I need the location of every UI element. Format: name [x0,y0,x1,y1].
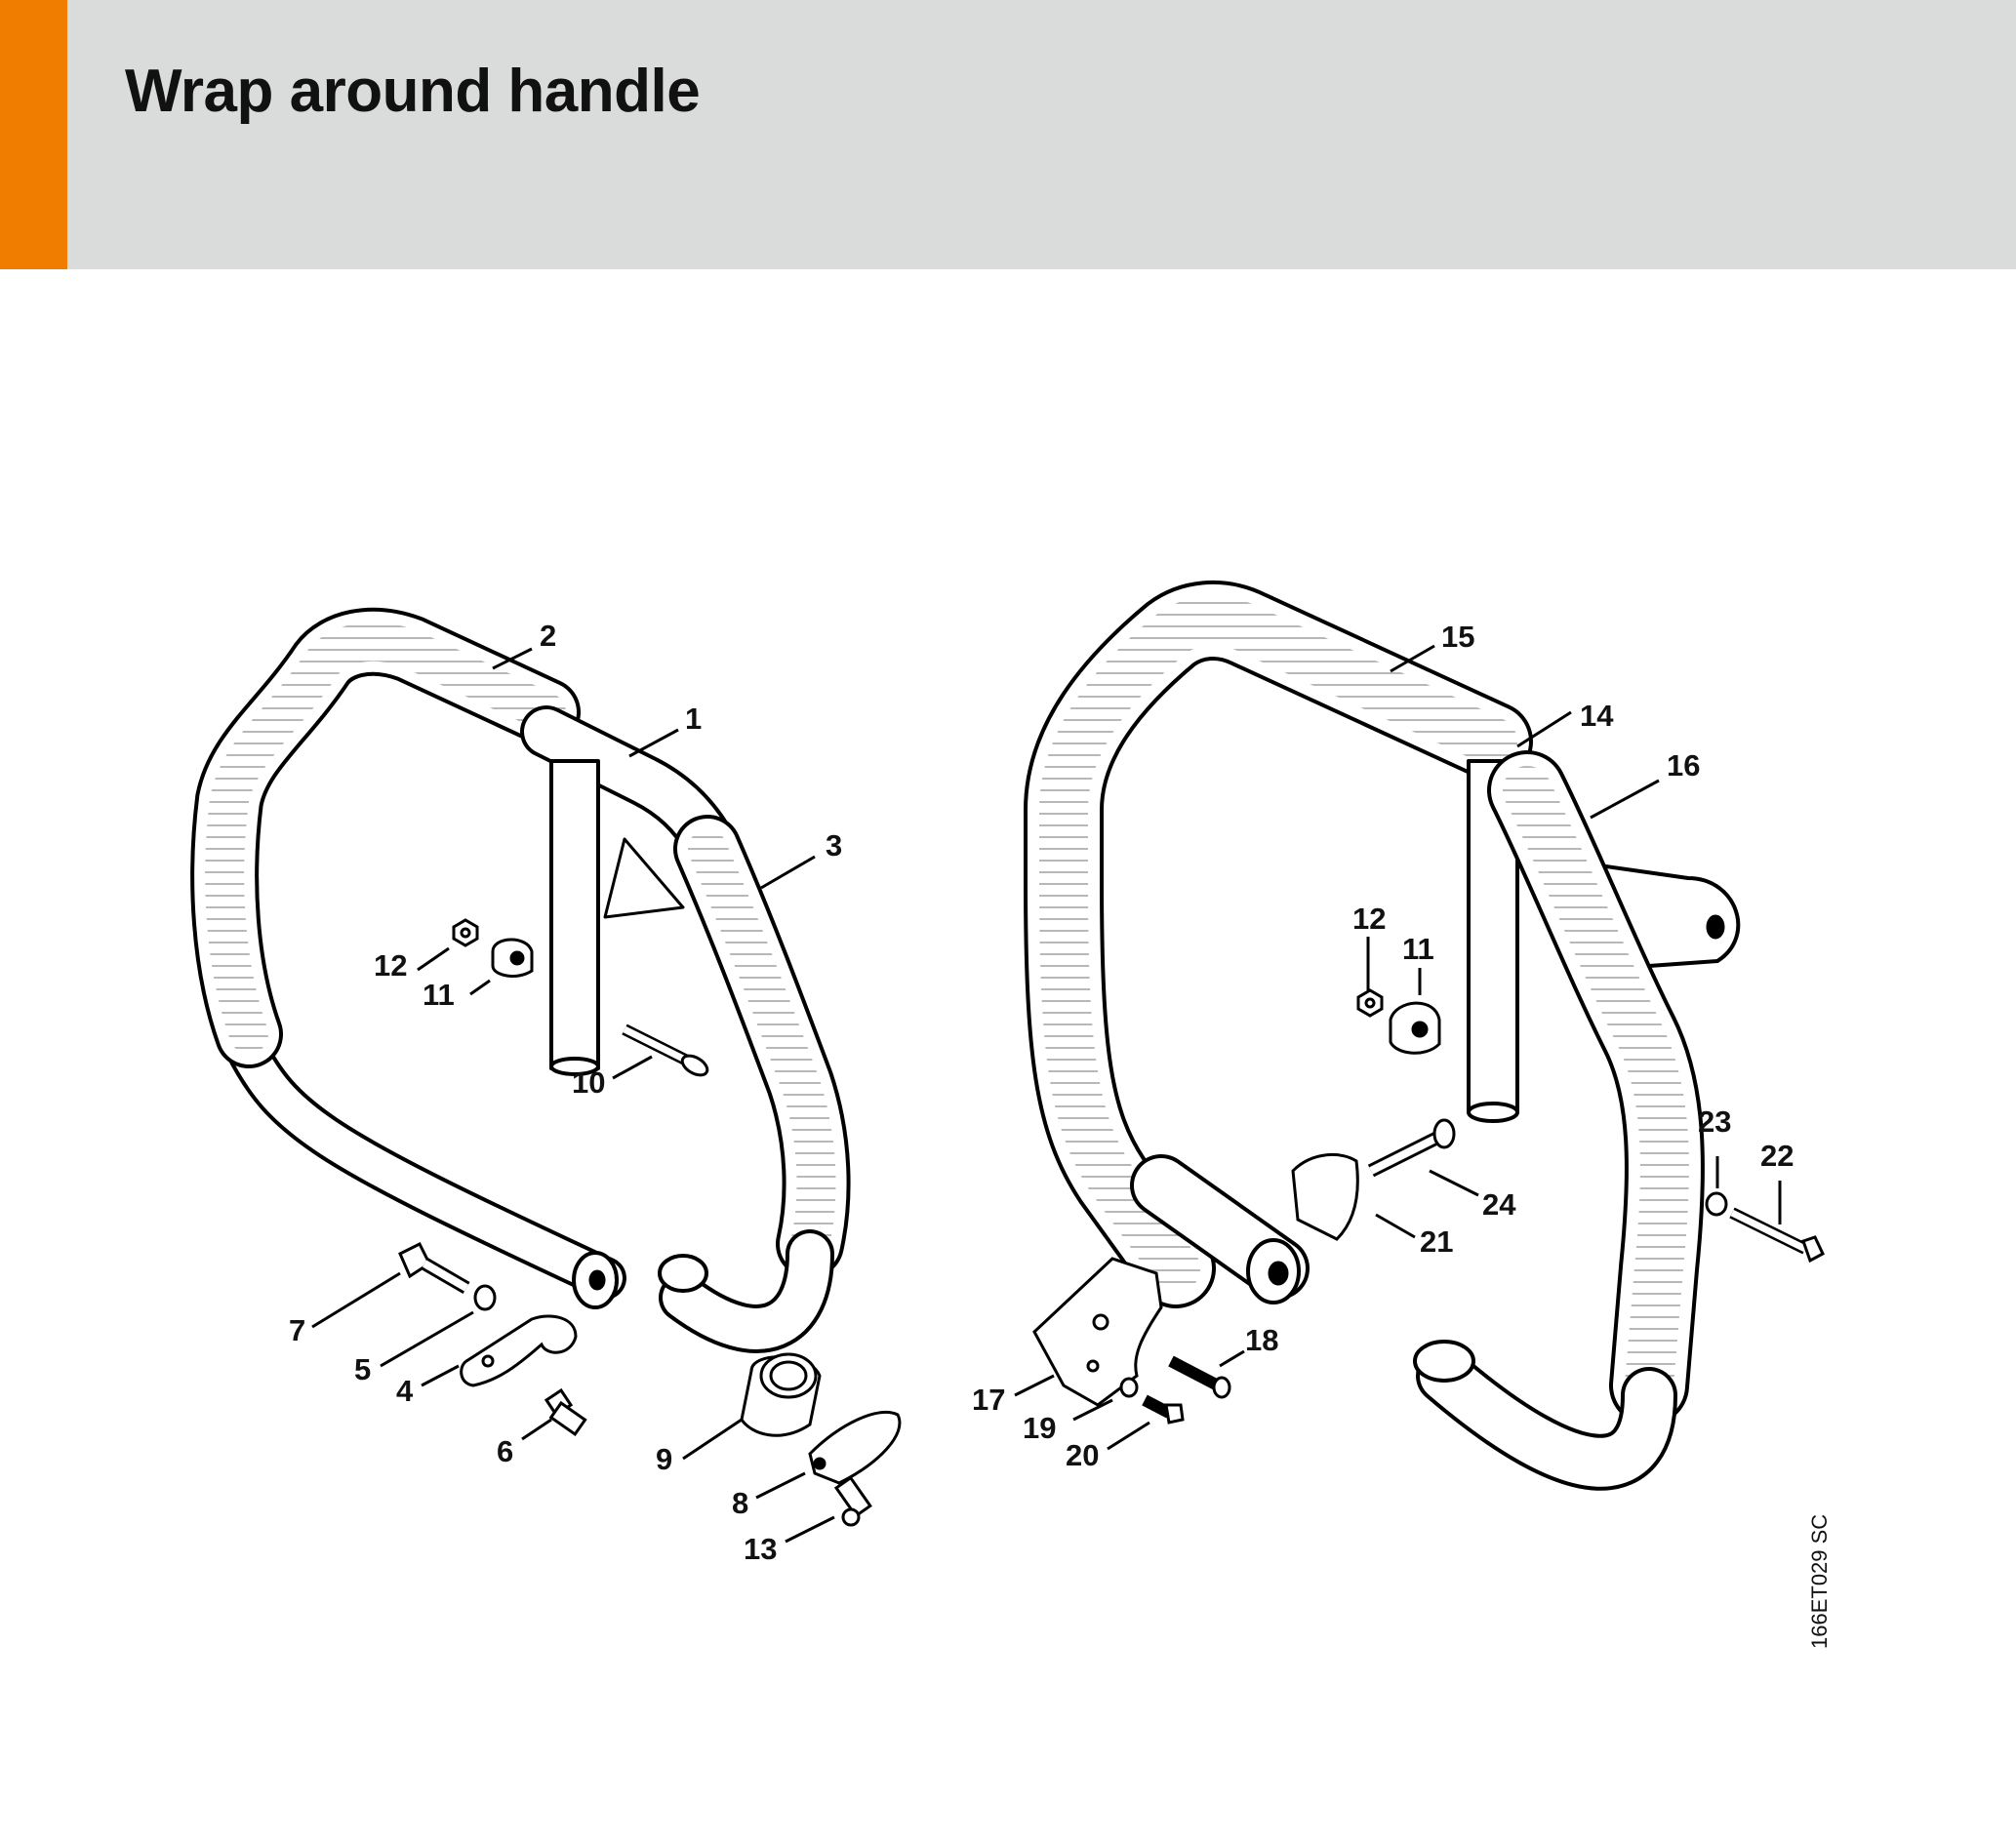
washer-icon [473,1284,497,1311]
bracket-icon [460,1314,578,1387]
callout-5: 5 [354,1352,371,1386]
callout-12-left: 12 [374,948,407,983]
hex-bolt-small-icon [1142,1394,1185,1425]
callout-3: 3 [826,828,842,863]
bracket-icon [1032,1257,1163,1407]
washer-icon [1119,1377,1139,1398]
callout-4: 4 [396,1374,414,1408]
hex-bolt-icon [398,1241,470,1295]
screw-icon [622,1023,709,1077]
callout-12-right: 12 [1352,902,1386,936]
callout-21: 21 [1420,1224,1453,1259]
callout-18: 18 [1245,1323,1278,1357]
hex-bolt-small-icon [544,1387,587,1437]
callout-20: 20 [1066,1438,1099,1472]
accent-stripe [0,0,67,269]
callout-11-left: 11 [423,978,455,1012]
half-clamp-icon [1291,1152,1359,1241]
callout-17: 17 [972,1383,1005,1417]
screw-icon [1168,1355,1231,1399]
handle-bar-left [190,607,851,1353]
handle-bar-right [1024,580,1741,1491]
callout-15: 15 [1441,620,1474,654]
callout-10: 10 [572,1065,605,1100]
sleeve-icon [740,1352,822,1437]
screw-small-icon [833,1475,872,1527]
callout-13: 13 [744,1532,777,1566]
callout-6: 6 [497,1434,513,1468]
hardware-left [398,918,902,1527]
callout-8: 8 [732,1486,748,1520]
page-title: Wrap around handle [125,58,701,125]
callouts: 2 1 3 12 11 10 7 5 4 6 9 8 13 15 14 16 1… [289,619,1832,1649]
callout-22: 22 [1760,1139,1794,1173]
callout-16: 16 [1667,748,1700,783]
drawing-code: 166ET029 SC [1807,1514,1832,1649]
callout-14: 14 [1580,699,1614,733]
hose-clamp-icon [808,1410,902,1485]
callout-7: 7 [289,1313,305,1347]
callout-2: 2 [540,619,556,653]
callout-9: 9 [656,1442,672,1476]
long-screw-icon [1367,1118,1456,1178]
vertical-post-left [549,759,600,1070]
leader-lines [311,644,1782,1544]
callout-1: 1 [685,702,702,736]
callout-19: 19 [1023,1411,1056,1445]
header-bar [0,0,2016,269]
callout-11-right: 11 [1402,932,1434,966]
callout-24: 24 [1482,1187,1516,1222]
long-bolt-icon [1729,1207,1825,1264]
washer-icon [1705,1191,1728,1217]
callout-23: 23 [1698,1104,1731,1139]
hardware-right [1032,988,1825,1425]
